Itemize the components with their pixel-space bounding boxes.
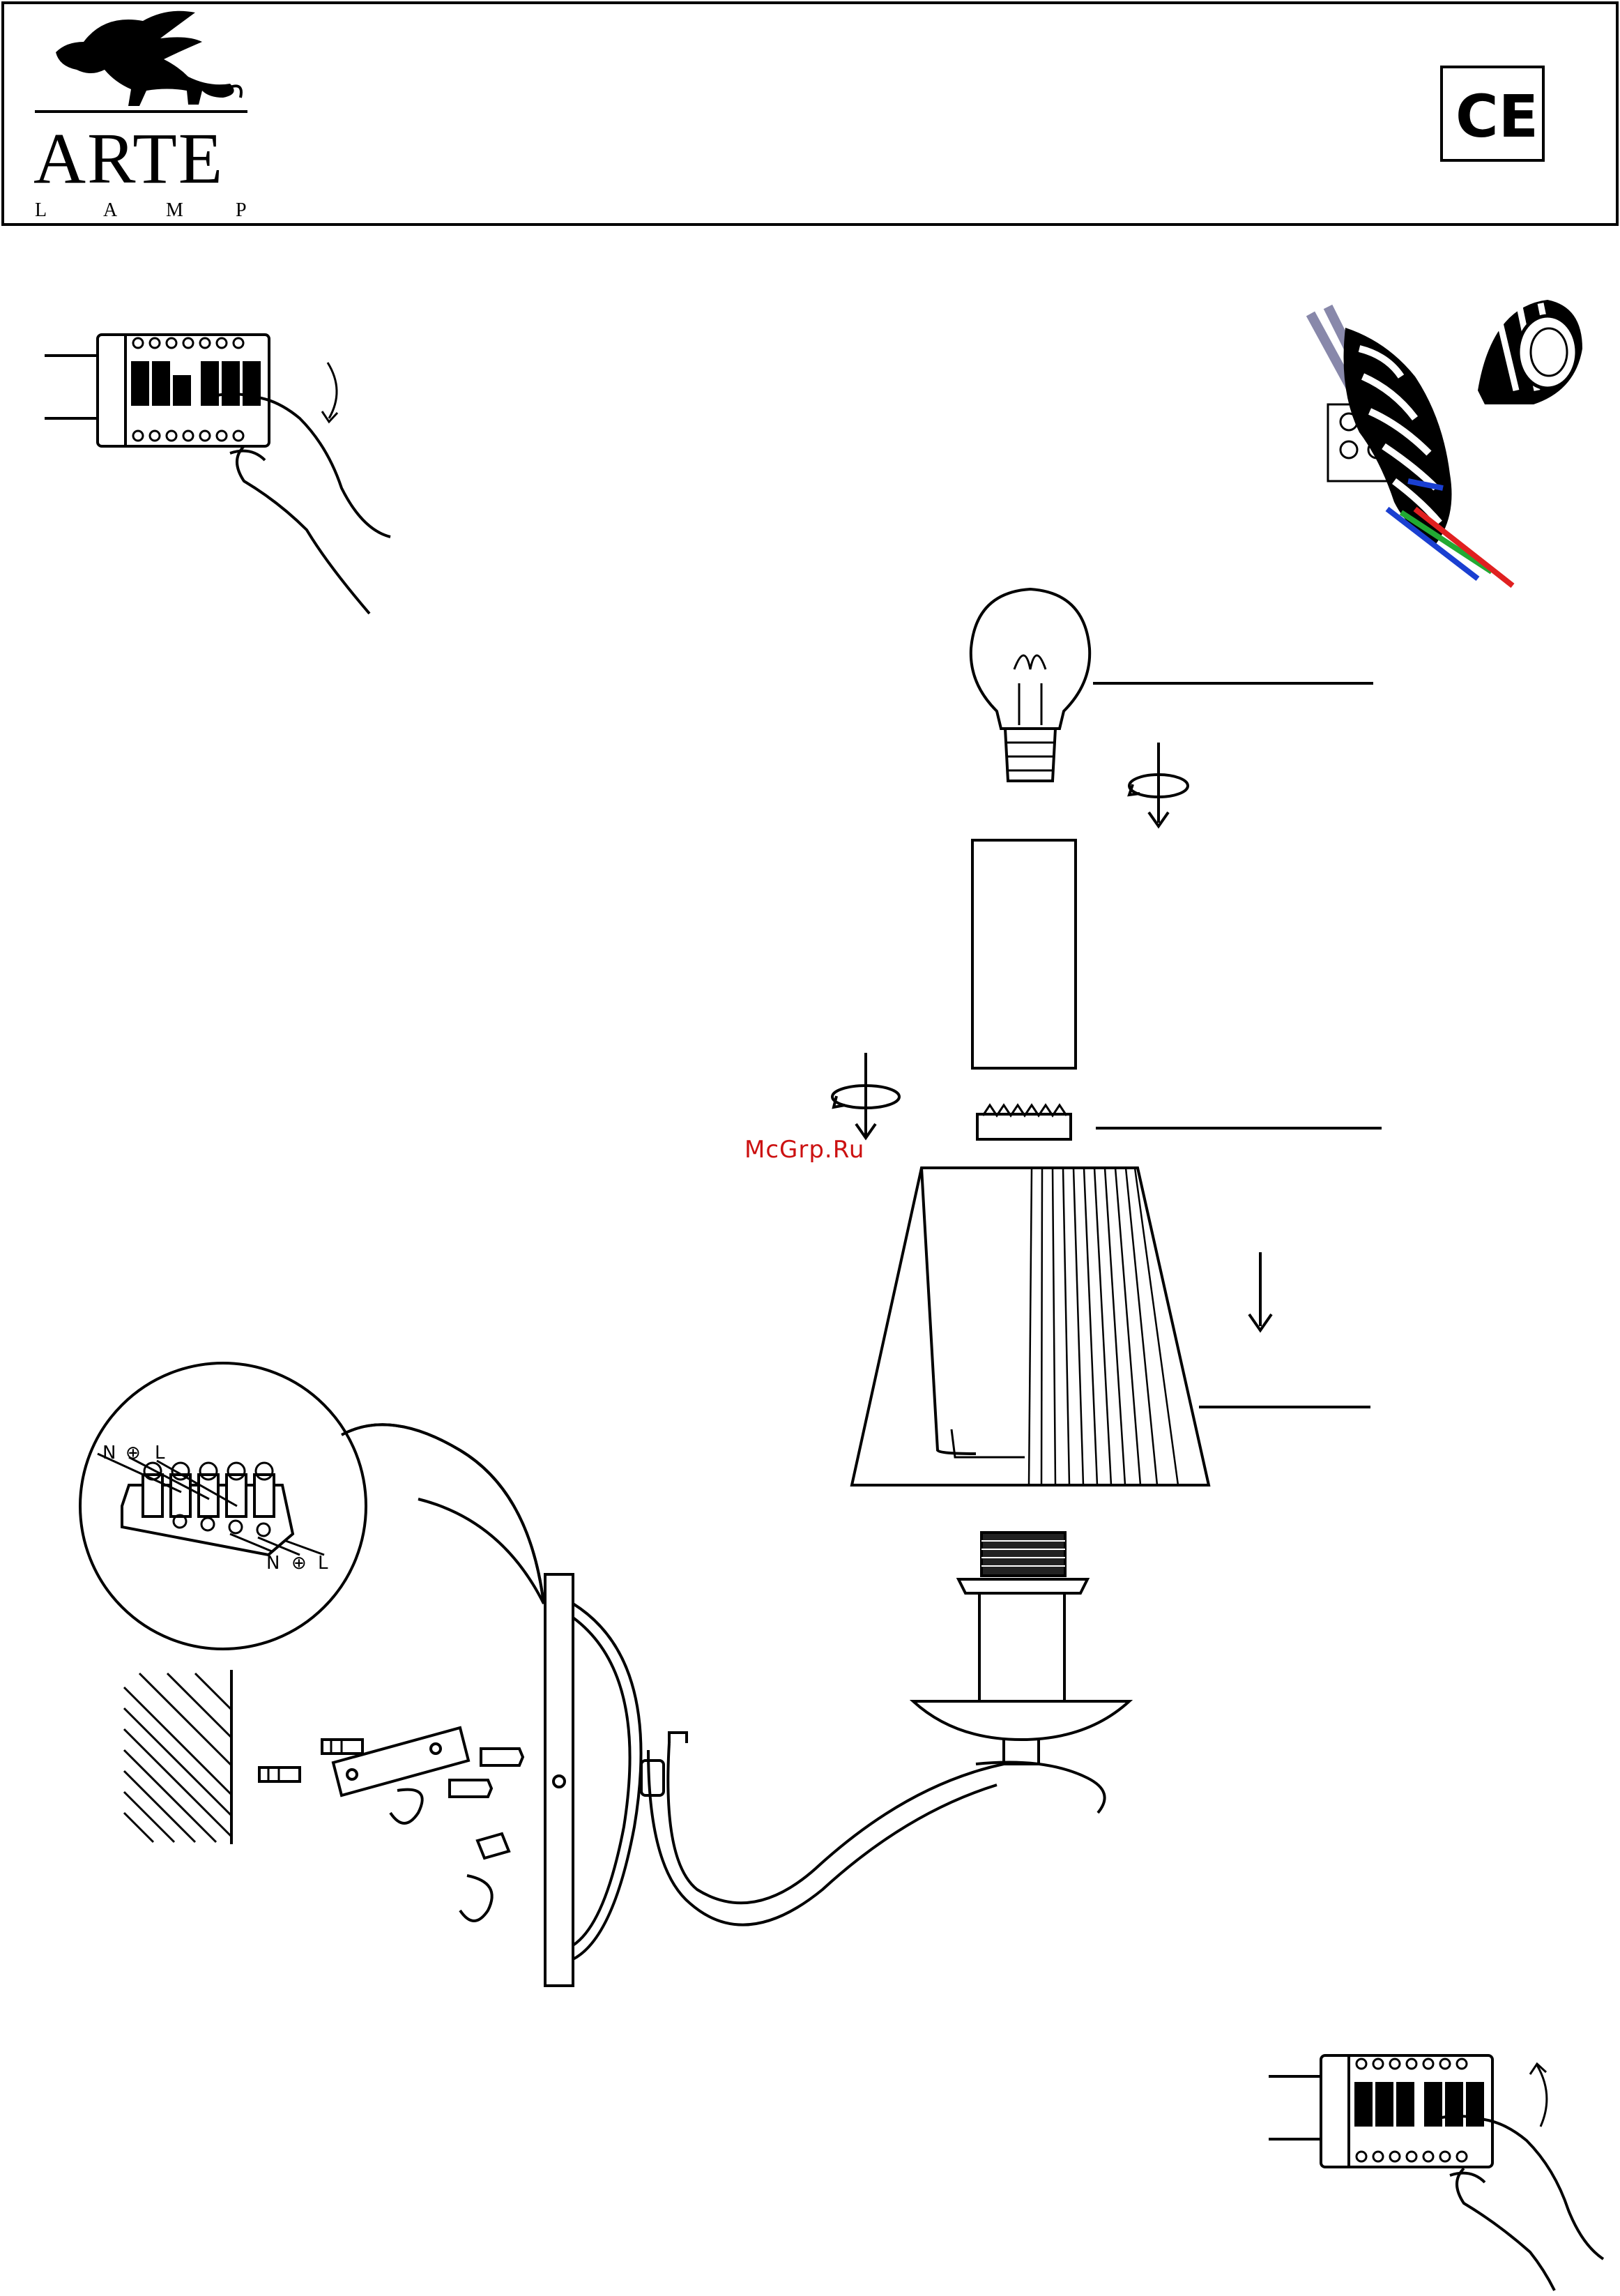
terminal-label-earth-bottom: ⊕	[291, 1553, 307, 1574]
ring-nut	[977, 1105, 1382, 1139]
rotate-arrow-icon	[832, 1053, 899, 1138]
terminal-label-l-bottom: L	[318, 1553, 328, 1574]
brand-sub-m: M	[166, 199, 183, 221]
down-arrow-icon	[1249, 1252, 1271, 1330]
lamp-shade	[852, 1168, 1370, 1485]
brand-sub-p: P	[236, 199, 247, 221]
glass-cylinder	[972, 840, 1076, 1068]
brand-sub-l: L	[35, 199, 47, 221]
circuit-breaker-off-icon	[45, 335, 390, 614]
wall-hatch	[124, 1670, 231, 1844]
watermark-text: McGrp.Ru	[744, 1136, 864, 1164]
rotate-arrow-icon	[1129, 743, 1188, 826]
lion-logo-icon	[35, 11, 247, 112]
brand-logo: ARTE L A M P	[33, 11, 247, 221]
circuit-breaker-on-icon	[1269, 2055, 1603, 2290]
terminal-zoom	[80, 1363, 544, 1649]
ce-mark-icon: CE	[1442, 67, 1543, 160]
mounting-bracket	[259, 1728, 523, 1921]
terminal-label-n-top: N	[102, 1443, 116, 1463]
lamp-arm	[545, 1533, 1129, 1986]
brand-name: ARTE	[33, 119, 224, 199]
terminal-label-earth-top: ⊕	[125, 1443, 141, 1463]
ce-mark-text: CE	[1455, 82, 1538, 151]
bulb-icon	[971, 589, 1373, 781]
terminal-label-n-bottom: N	[266, 1553, 280, 1574]
brand-sub-a: A	[103, 199, 118, 221]
header-frame	[3, 3, 1617, 225]
insulating-tape-icon	[1310, 300, 1582, 586]
terminal-label-l-top: L	[155, 1443, 165, 1463]
